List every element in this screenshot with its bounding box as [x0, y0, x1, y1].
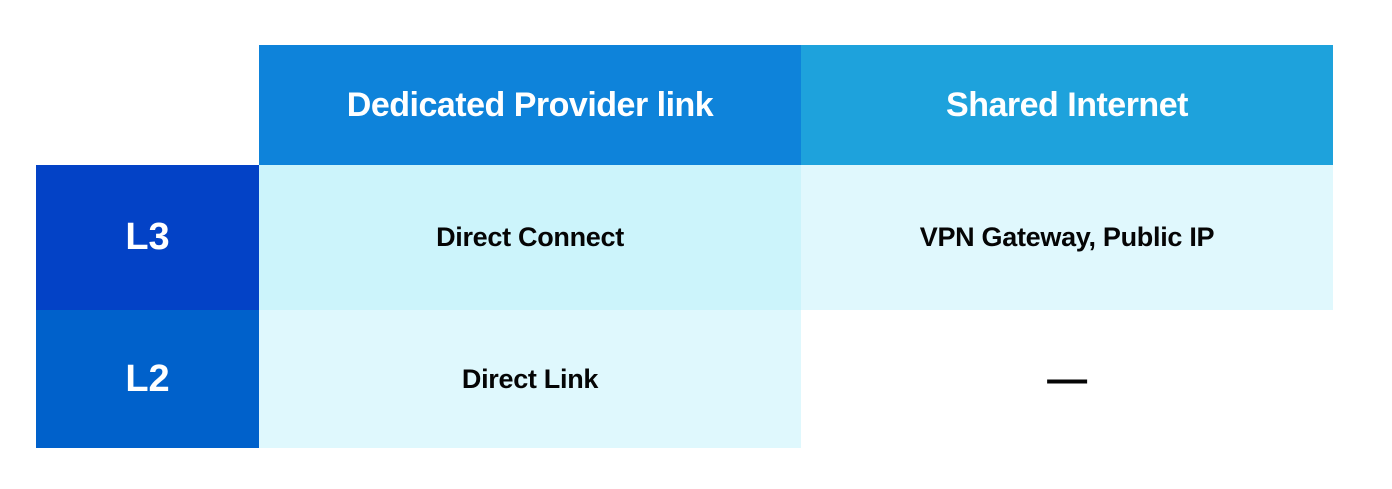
cell-l2-dedicated: Direct Link	[259, 310, 801, 448]
row-header-l2: L2	[36, 310, 259, 448]
cell-l3-shared: VPN Gateway, Public IP	[801, 165, 1333, 310]
cell-l3-dedicated: Direct Connect	[259, 165, 801, 310]
corner-spacer	[36, 45, 259, 165]
row-header-l3: L3	[36, 165, 259, 310]
comparison-table: Dedicated Provider link Shared Internet …	[36, 45, 1333, 448]
column-header-dedicated-provider-link: Dedicated Provider link	[259, 45, 801, 165]
column-header-shared-internet: Shared Internet	[801, 45, 1333, 165]
cell-l2-shared-empty-dash: —	[801, 310, 1333, 448]
